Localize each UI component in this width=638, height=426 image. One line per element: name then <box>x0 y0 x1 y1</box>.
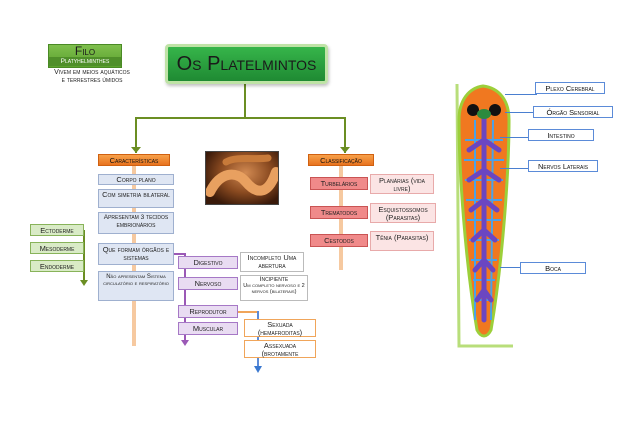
reprodutor-connector <box>238 311 258 313</box>
pointer <box>505 94 537 95</box>
pointer <box>500 168 530 169</box>
item-simetria: Com simetria bilateral <box>98 189 174 208</box>
item-tecidos: Apresentam 3 tecidos embrionários <box>98 212 174 234</box>
system-muscular: Muscular <box>178 322 238 335</box>
tree-line <box>344 117 346 153</box>
filo-box: Filo Platyhelminthes <box>48 44 122 68</box>
item-orgaos: Que formam órgãos e sistemas <box>98 243 174 265</box>
layer-arrow <box>80 280 88 286</box>
tree-line <box>244 84 246 118</box>
planarian-photo <box>205 151 279 205</box>
layer-endoderme: Endoderme <box>30 260 84 272</box>
tree-arrow <box>131 147 141 153</box>
tree-line <box>135 117 346 119</box>
layer-connector <box>83 230 85 282</box>
pointer <box>500 267 522 268</box>
tree-line <box>135 117 137 153</box>
filo-label: Filo <box>74 44 96 58</box>
planarian-anatomy <box>455 83 513 348</box>
label-intestino: Intestino <box>528 129 594 141</box>
item-corpo-plano: Corpo plano <box>98 174 174 185</box>
example-esquistossomos: Esquistossomos (Parasitas) <box>370 203 436 223</box>
label-plexo-cerebral: Plexo Cerebral <box>535 82 605 94</box>
item-sem-sistemas: Não apresentam Sistema circulatório e re… <box>98 271 174 301</box>
system-nervoso: Nervoso <box>178 277 238 290</box>
label-orgao-sensorial: Órgão Sensorial <box>533 106 613 118</box>
system-connector <box>184 253 186 341</box>
digestivo-desc: Incompleto Uma abertura <box>240 252 304 272</box>
group-cestodos: Cestodos <box>310 234 368 247</box>
reprodutor-assexuada: Assexuada (brotamente <box>244 340 316 358</box>
filo-name: Platyhelminthes <box>49 57 121 66</box>
reprodutor-arrow <box>254 366 262 373</box>
page-title: Os Platelmintos <box>165 44 328 84</box>
filo-desc: Vivem em meios aquáticos e terrestres úm… <box>54 69 130 84</box>
tree-arrow <box>340 147 350 153</box>
group-trematodos: Trematodos <box>310 206 368 219</box>
nervoso-desc-2: Um completo nervoso e 2 nervos (bilatera… <box>243 283 305 295</box>
reprodutor-connector <box>257 311 259 367</box>
system-arrow <box>181 340 189 346</box>
reprodutor-sexuada: Sexuada (hemafroditas) <box>244 319 316 337</box>
system-reprodutor: Reprodutor <box>178 305 238 318</box>
caracteristicas-header: Características <box>98 154 170 166</box>
planarian-diagram <box>451 80 519 350</box>
system-digestivo: Digestivo <box>178 256 238 269</box>
planarian-photo-art <box>206 154 278 197</box>
example-tenia: Tênia (Parasitas) <box>370 231 434 251</box>
nervoso-desc-box: Incipiente Um completo nervoso e 2 nervo… <box>240 275 308 301</box>
layer-mesoderme: Mesoderme <box>30 242 84 254</box>
group-turbelarios: Turbelários <box>310 177 368 190</box>
pointer <box>500 137 530 138</box>
label-nervos-laterais: Nervos Laterais <box>528 160 598 172</box>
system-connector <box>174 253 186 255</box>
classificacao-header: Classificação <box>308 154 374 166</box>
layer-ectoderme: Ectoderme <box>30 224 84 236</box>
label-boca: Boca <box>520 262 586 274</box>
example-planarias: Planárias (vida livre) <box>370 174 434 194</box>
nervoso-desc-1: Incipiente <box>259 276 289 283</box>
pointer <box>505 112 535 113</box>
